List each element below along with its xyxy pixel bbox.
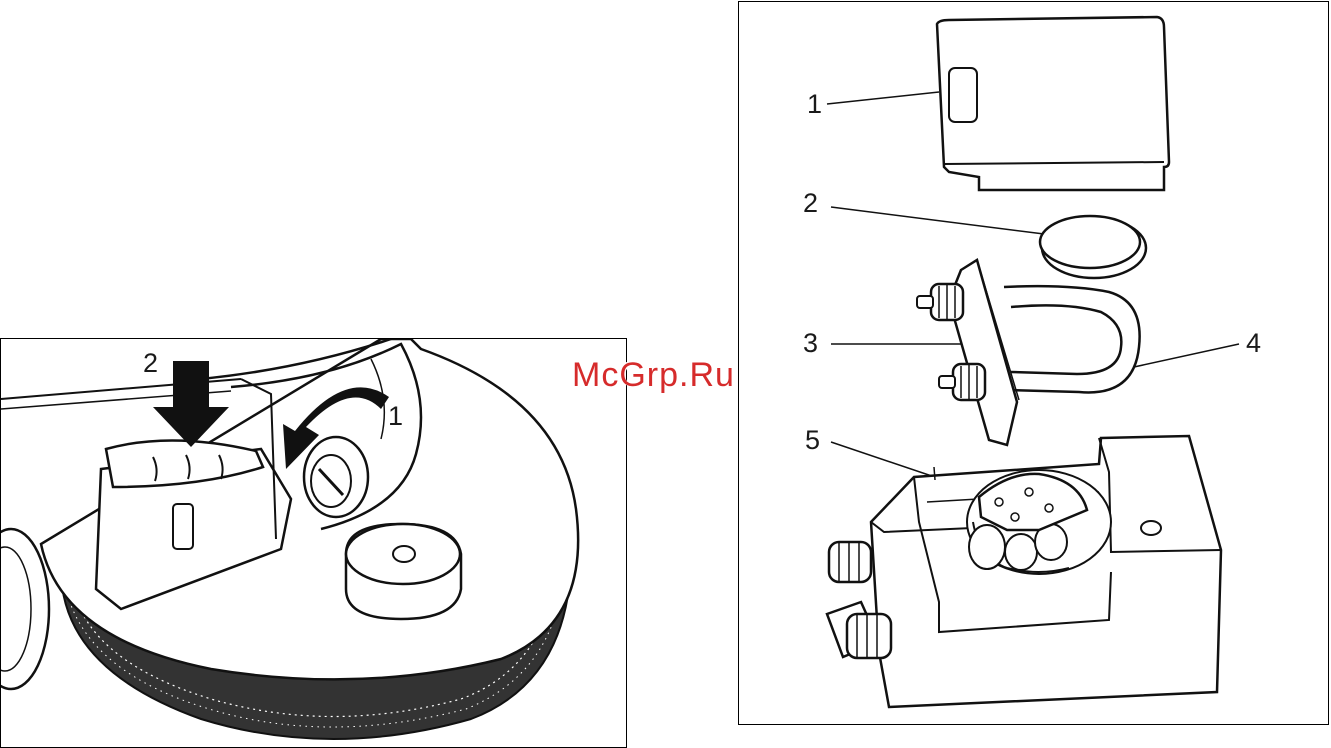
round-pad — [346, 524, 461, 619]
right-callout-5: 5 — [805, 427, 820, 454]
right-callout-3: 3 — [803, 330, 818, 357]
pump-exploded-illustration — [739, 2, 1329, 725]
right-figure-panel — [738, 1, 1329, 725]
left-figure-panel — [0, 338, 627, 748]
part-cover — [937, 17, 1169, 190]
right-callout-4: 4 — [1246, 330, 1261, 357]
left-callout-2: 2 — [143, 350, 158, 377]
part-pump-body — [827, 436, 1221, 707]
left-callout-1: 1 — [388, 403, 403, 430]
part-disc — [1040, 216, 1146, 278]
down-arrow-icon — [153, 361, 229, 447]
part-plate-with-tube — [917, 260, 1140, 445]
watermark-logo: McGrp.Ru — [572, 356, 735, 395]
rotary-knob — [304, 437, 368, 517]
side-wheel — [1, 529, 49, 689]
brush-head-illustration — [1, 339, 627, 748]
right-callout-1: 1 — [807, 91, 822, 118]
right-callout-2: 2 — [803, 190, 818, 217]
